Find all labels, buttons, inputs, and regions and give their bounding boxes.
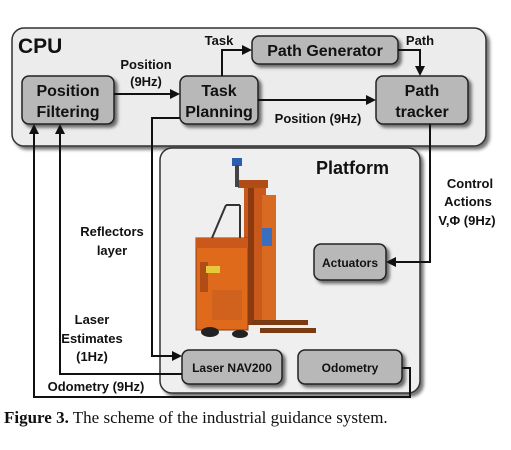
label-control: Control <box>447 176 493 191</box>
node-path-tracker: Path tracker <box>375 75 469 125</box>
svg-text:Path Generator: Path Generator <box>267 43 383 60</box>
label-position-top-2: (9Hz) <box>130 74 162 89</box>
svg-text:tracker: tracker <box>395 104 448 121</box>
node-path-generator: Path Generator <box>251 35 399 65</box>
label-odometry-9hz: Odometry (9Hz) <box>48 379 145 394</box>
caption-label: Figure 3. <box>4 408 69 427</box>
label-position-right: Position (9Hz) <box>275 111 362 126</box>
svg-text:Position: Position <box>36 83 99 100</box>
svg-text:Planning: Planning <box>185 104 253 121</box>
label-actions: Actions <box>444 194 492 209</box>
label-task: Task <box>205 33 234 48</box>
edge-task-to-generator <box>221 45 252 76</box>
node-laser-nav200: Laser NAV200 <box>181 349 283 385</box>
forklift-image <box>195 158 316 338</box>
svg-text:Path: Path <box>405 83 440 100</box>
svg-text:Laser NAV200: Laser NAV200 <box>192 361 272 375</box>
node-actuators: Actuators <box>313 243 387 281</box>
label-v-phi: V,Φ (9Hz) <box>438 213 495 228</box>
label-1hz: (1Hz) <box>76 349 108 364</box>
edge-tracker-to-actuators <box>386 124 431 267</box>
node-task-planning: Task Planning <box>179 75 259 125</box>
node-position-filtering: Position Filtering <box>21 75 115 125</box>
label-path: Path <box>406 33 434 48</box>
edge-generator-to-tracker <box>398 49 425 76</box>
caption-text: The scheme of the industrial guidance sy… <box>68 408 388 427</box>
svg-text:Filtering: Filtering <box>36 104 99 121</box>
edge-laser-to-filter <box>55 124 182 375</box>
figure-caption: Figure 3. The scheme of the industrial g… <box>4 408 509 438</box>
label-position-top-1: Position <box>120 57 171 72</box>
edge-task-to-laser <box>151 117 182 361</box>
label-estimates: Estimates <box>61 331 122 346</box>
node-odometry: Odometry <box>297 349 403 385</box>
label-laser: Laser <box>75 312 110 327</box>
scheme-svg: CPU Platform Position Filt <box>11 27 496 398</box>
svg-text:Odometry: Odometry <box>322 361 379 375</box>
label-reflectors: Reflectors <box>80 224 144 239</box>
label-layer: layer <box>97 243 127 258</box>
cpu-label: CPU <box>18 35 62 58</box>
svg-text:Task: Task <box>201 83 236 100</box>
edge-odometry-to-filter <box>29 124 411 398</box>
platform-label: Platform <box>316 158 389 178</box>
svg-text:Actuators: Actuators <box>322 256 378 270</box>
